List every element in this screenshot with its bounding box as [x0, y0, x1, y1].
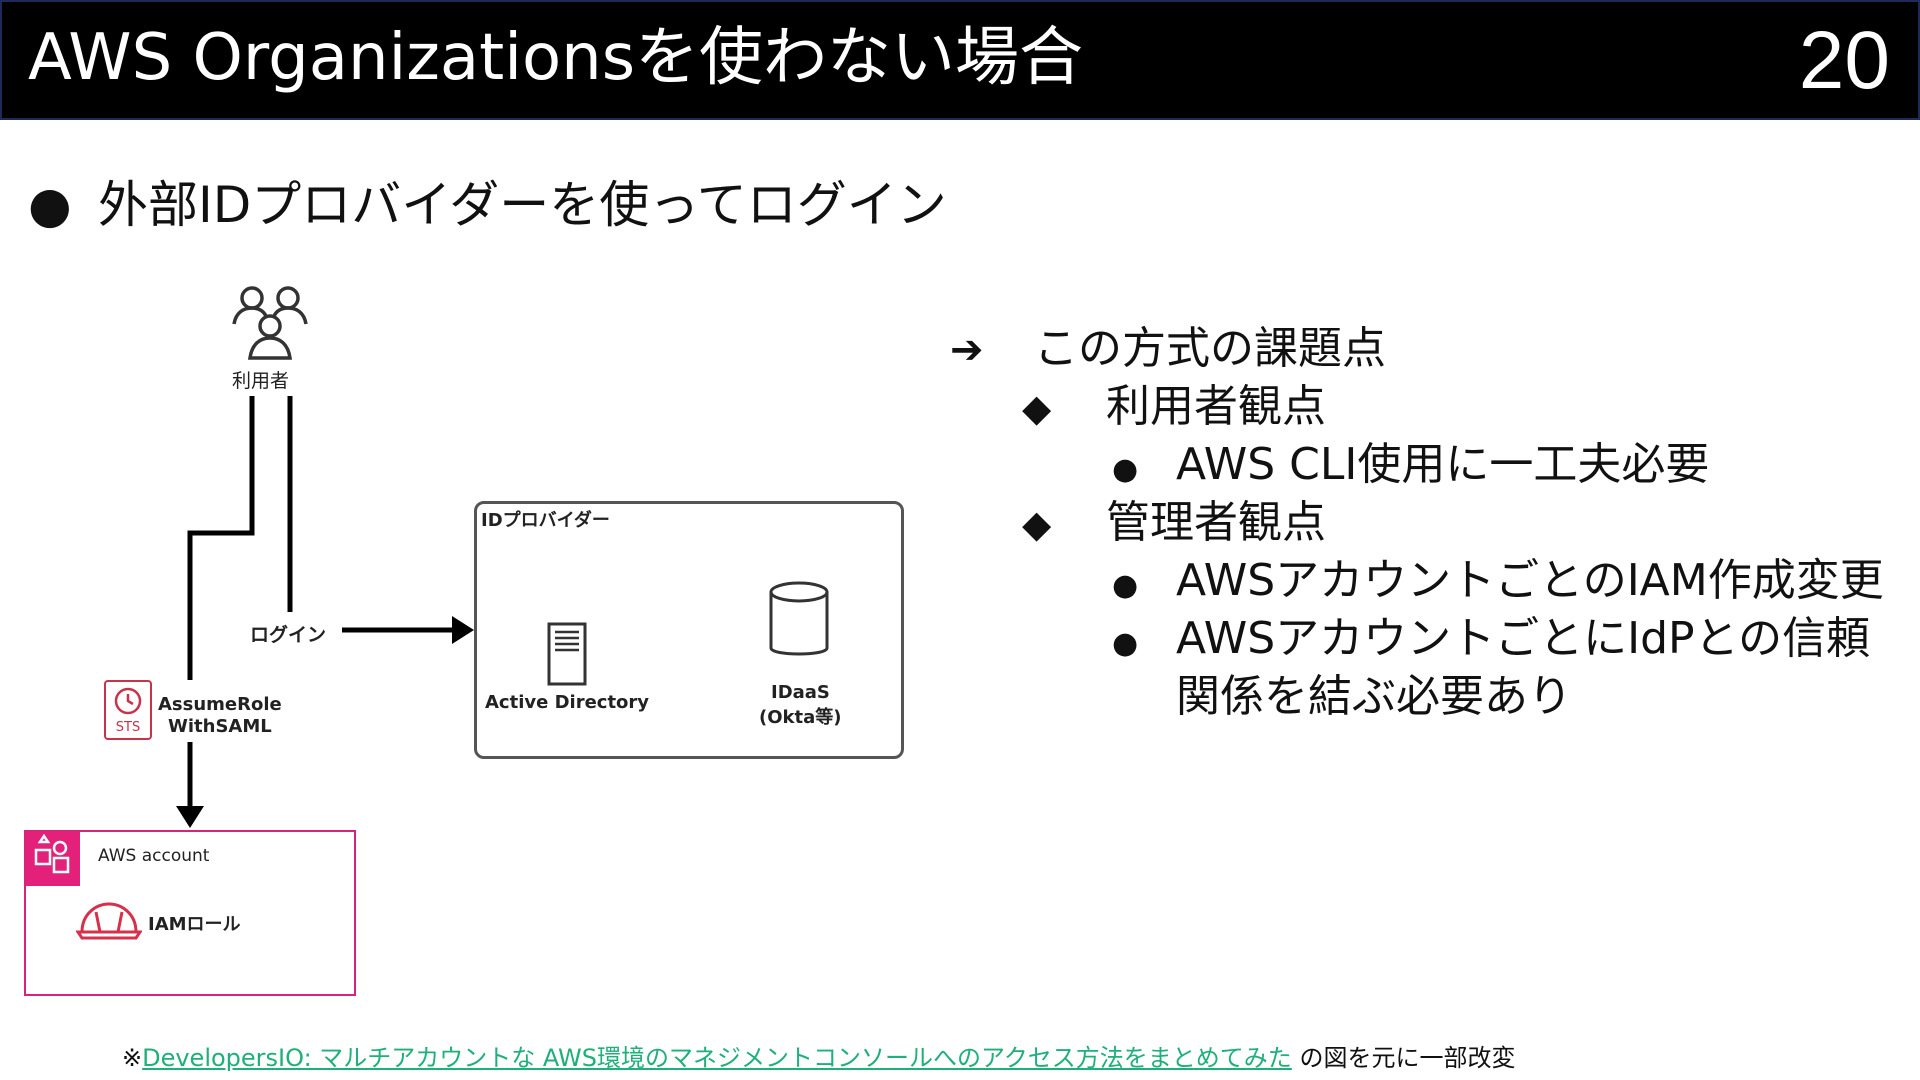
source-link[interactable]: DevelopersIO: マルチアカウントな AWS環境のマネジメントコンソー…: [142, 1044, 1292, 1072]
shapes-icon: [34, 833, 70, 874]
aws-account-label: AWS account: [98, 846, 210, 866]
bullet-dot: ●: [28, 176, 72, 234]
user-view-label: 利用者観点: [1106, 381, 1326, 432]
active-directory-label: Active Directory: [485, 692, 650, 713]
sts-icon: STS: [104, 680, 152, 740]
main-bullet-text: 外部IDプロバイダーを使ってログイン: [98, 176, 947, 234]
idp-box-title: IDプロバイダー: [481, 510, 610, 531]
diamond-icon: ◆: [1022, 386, 1052, 430]
aws-account-box: AWS account IAMロール: [24, 830, 356, 996]
slide-title: AWS Organizationsを使わない場合: [28, 21, 1084, 95]
footer-suffix: の図を元に一部改変: [1291, 1044, 1516, 1072]
admin-item-text: AWSアカウントごとにIdPとの信頼: [1176, 613, 1871, 664]
admin-item-text: 関係を結ぶ必要あり: [1176, 671, 1572, 722]
title-bar: AWS Organizationsを使わない場合 20: [0, 0, 1920, 120]
iam-role-label: IAMロール: [148, 914, 241, 935]
admin-item-text: AWSアカウントごとのIAM作成変更: [1176, 555, 1884, 606]
arrow-icon: ➔: [950, 327, 984, 373]
issues-heading-row: ➔ この方式の課題点: [950, 312, 1386, 376]
user-item-text: AWS CLI使用に一工夫必要: [1176, 439, 1710, 490]
sts-icon-text: STS: [115, 720, 141, 735]
aws-account-icon: [26, 832, 80, 886]
bullet-dot-icon: ●: [1112, 568, 1139, 603]
main-bullet: ● 外部IDプロバイダーを使ってログイン: [28, 178, 947, 233]
bullet-dot-icon: ●: [1112, 626, 1139, 661]
server-icon: [547, 622, 587, 686]
idaas-label-line2: (Okta等): [759, 707, 842, 728]
admin-item-row: ● AWSアカウントごとにIdPとの信頼: [1112, 602, 1870, 666]
idaas-label-line1: IDaaS: [771, 682, 830, 703]
user-view-row: ◆ 利用者観点: [1022, 370, 1326, 434]
arrow-head-down: [176, 806, 204, 828]
assume-role-line2: WithSAML: [168, 716, 272, 737]
assume-role-line1: AssumeRole: [158, 694, 282, 715]
issues-heading: この方式の課題点: [1034, 323, 1386, 374]
admin-view-row: ◆ 管理者観点: [1022, 486, 1326, 550]
admin-view-label: 管理者観点: [1106, 497, 1326, 548]
idp-box: IDプロバイダー Active Directory IDaaS (Okta等): [474, 501, 904, 759]
bullet-dot-icon: ●: [1112, 452, 1139, 487]
user-item-row: ● AWS CLI使用に一工夫必要: [1112, 428, 1709, 492]
admin-item-row: ● AWSアカウントごとのIAM作成変更: [1112, 544, 1884, 608]
footer-prefix: ※: [122, 1044, 143, 1072]
page-number: 20: [1798, 15, 1890, 106]
admin-item-continuation: 関係を結ぶ必要あり: [1176, 660, 1572, 724]
users-icon: [232, 286, 308, 360]
arrow-head-right: [452, 616, 474, 644]
database-icon: [769, 581, 829, 656]
footer-note: ※DevelopersIO: マルチアカウントな AWS環境のマネジメントコンソ…: [122, 1038, 1515, 1073]
user-label: 利用者: [232, 370, 290, 392]
diamond-icon: ◆: [1022, 502, 1052, 546]
login-label: ログイン: [250, 624, 327, 646]
iam-role-icon: [76, 902, 142, 940]
clock-icon: [114, 687, 142, 715]
assume-role-path: [187, 396, 255, 680]
